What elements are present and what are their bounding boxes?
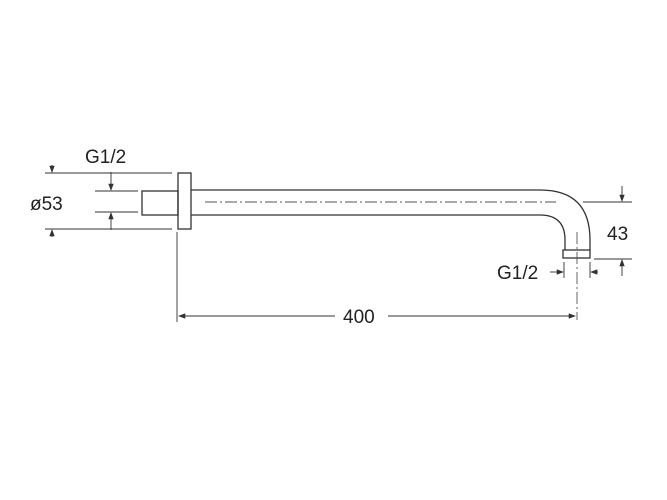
- dimension-flange-diameter: ø53: [30, 165, 172, 237]
- pipe-body: [191, 189, 591, 250]
- drop-label: 43: [607, 224, 628, 245]
- wall-nipple: [141, 190, 179, 216]
- dimension-length: 400: [176, 232, 576, 328]
- dimension-outlet-thread: G1/2: [497, 262, 598, 284]
- shower-arm-outline: [141, 172, 591, 320]
- flange-diameter-label: ø53: [30, 194, 63, 215]
- outlet-nut: [562, 249, 591, 259]
- inlet-thread-label: G1/2: [85, 147, 126, 168]
- length-label: 400: [343, 307, 375, 328]
- dimension-drop: 43: [583, 186, 632, 276]
- wall-flange: [177, 172, 192, 230]
- dimension-inlet-thread: G1/2: [85, 147, 138, 230]
- outlet-thread-label: G1/2: [497, 263, 538, 284]
